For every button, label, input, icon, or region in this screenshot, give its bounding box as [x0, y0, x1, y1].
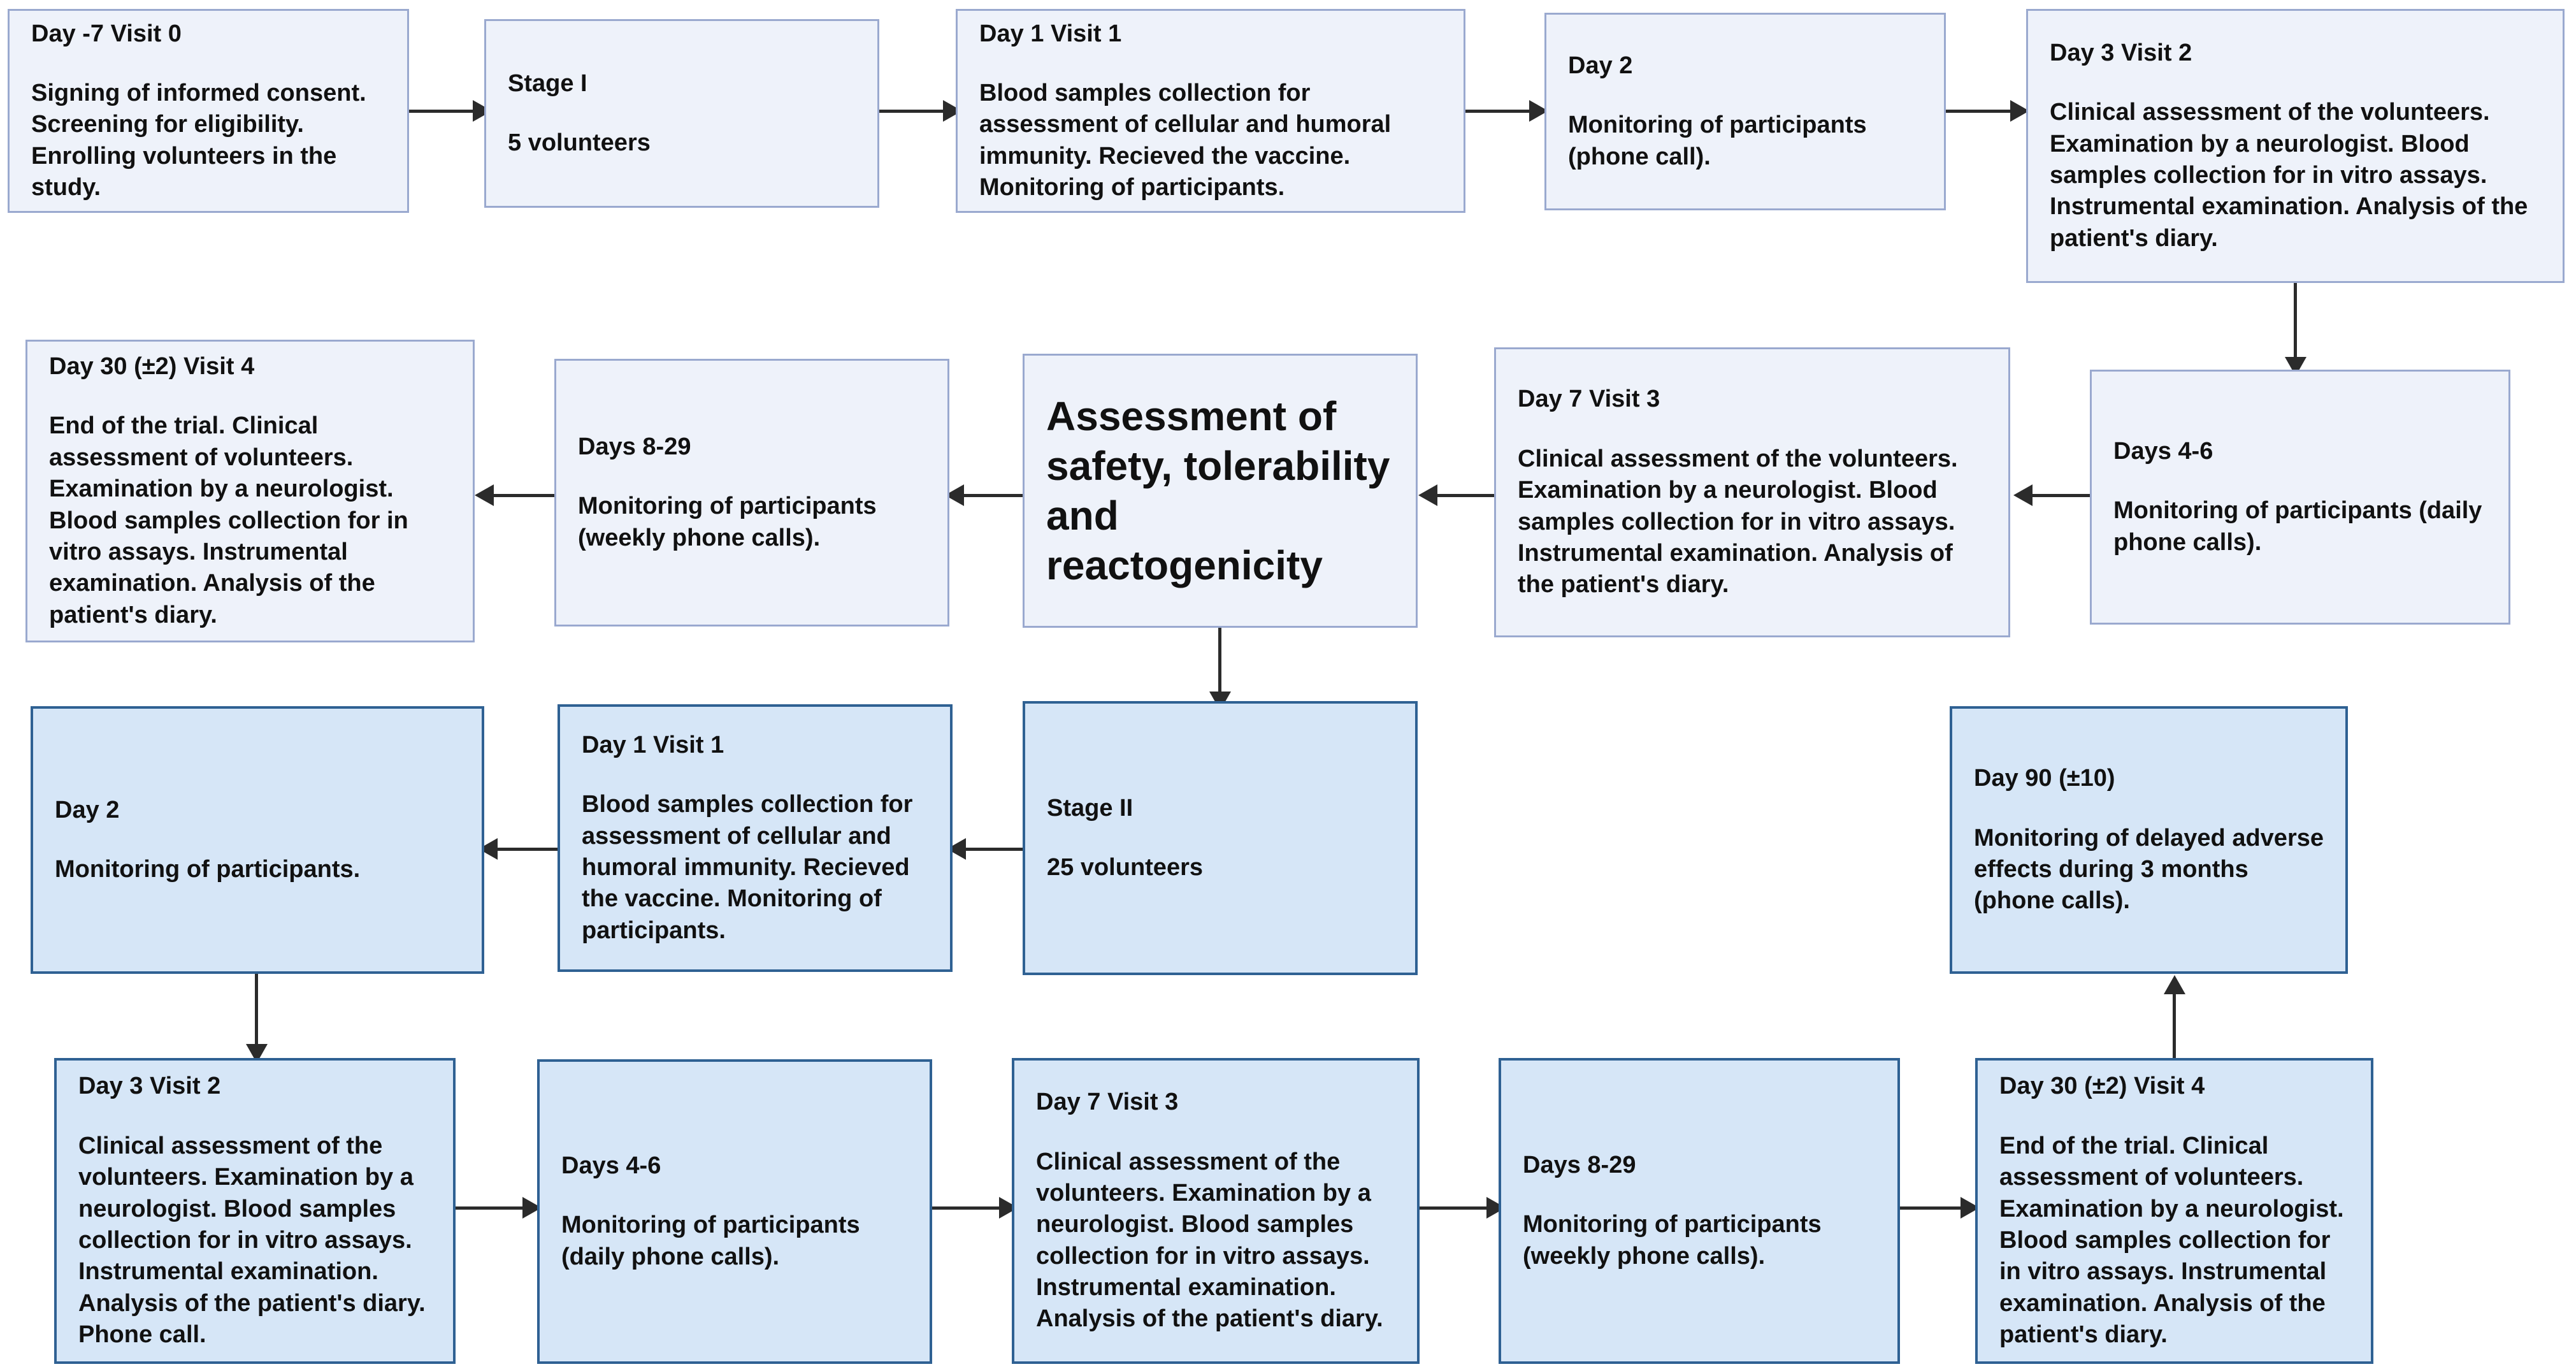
- node-stage2-visit1[interactable]: Day 1 Visit 1 Blood samples collection f…: [558, 704, 953, 972]
- node-title: Day 3 Visit 2: [2050, 39, 2192, 66]
- node-title: Days 4-6: [2113, 437, 2213, 465]
- node-stage2-day2[interactable]: Day 2 Monitoring of participants.: [31, 706, 484, 974]
- connector-days829-to-visit4: [481, 494, 554, 497]
- connector-days46-to-visit3: [2020, 494, 2090, 497]
- node-body: Clinical assessment of the volunteers. E…: [78, 1132, 426, 1349]
- node-central-assessment[interactable]: Assessment of safety, tolerability and r…: [1023, 354, 1418, 628]
- node-body: 5 volunteers: [508, 129, 651, 156]
- node-body: Clinical assessment of the volunteers. E…: [1518, 445, 1958, 598]
- node-body: Clinical assessment of the volunteers. E…: [1036, 1148, 1383, 1333]
- node-stage1-days46[interactable]: Days 4-6 Monitoring of participants (dai…: [2090, 370, 2510, 625]
- node-title: Day 7 Visit 3: [1036, 1089, 1179, 1116]
- connector-visit3-to-central: [1424, 494, 1494, 497]
- connector-stage2-to-visit1: [953, 848, 1023, 851]
- connector-visit2-to-days46: [2294, 283, 2297, 366]
- node-title: Day 30 (±2) Visit 4: [49, 352, 255, 380]
- node-stage1-visit3[interactable]: Day 7 Visit 3 Clinical assessment of the…: [1494, 347, 2010, 637]
- node-body: Monitoring of delayed adverse effects du…: [1974, 824, 2324, 915]
- node-stage1-visit1[interactable]: Day 1 Visit 1 Blood samples collection f…: [956, 9, 1465, 213]
- node-body: Blood samples collection for assessment …: [979, 79, 1392, 201]
- connector-stage1-to-visit1: [879, 110, 949, 113]
- arrowhead-left-icon: [1418, 484, 1437, 506]
- arrowhead-left-icon: [2013, 484, 2033, 506]
- node-body: Monitoring of participants (phone call).: [1568, 112, 1867, 170]
- node-body: Blood samples collection for assessment …: [582, 791, 913, 944]
- connector-visit3-to-days829-stage2: [1420, 1206, 1499, 1210]
- node-stage2-day90[interactable]: Day 90 (±10) Monitoring of delayed adver…: [1950, 706, 2348, 974]
- node-body: Assessment of safety, tolerability and r…: [1046, 393, 1390, 589]
- node-stage1-day2[interactable]: Day 2 Monitoring of participants (phone …: [1544, 13, 1946, 210]
- node-body: End of the trial. Clinical assessment of…: [49, 412, 408, 628]
- node-stage1-label[interactable]: Stage I 5 volunteers: [484, 19, 879, 208]
- node-body: Monitoring of participants (weekly phone…: [578, 493, 877, 551]
- node-title: Day 2: [55, 796, 120, 823]
- connector-central-to-days829: [951, 494, 1023, 497]
- node-title: Day -7 Visit 0: [31, 20, 182, 47]
- node-title: Day 3 Visit 2: [78, 1073, 221, 1100]
- connector-central-to-stage2: [1218, 628, 1221, 701]
- node-stage1-visit2[interactable]: Day 3 Visit 2 Clinical assessment of the…: [2026, 9, 2565, 283]
- node-title: Day 1 Visit 1: [979, 20, 1122, 47]
- connector-visit2-to-days46-stage2: [456, 1206, 535, 1210]
- node-title: Stage I: [508, 69, 587, 97]
- connector-days46-to-visit3-stage2: [932, 1206, 1012, 1210]
- arrowhead-up-icon: [2164, 975, 2185, 994]
- connector-day2-to-visit2: [1946, 110, 2022, 113]
- node-stage2-label[interactable]: Stage II 25 volunteers: [1023, 701, 1418, 975]
- node-title: Day 90 (±10): [1974, 765, 2115, 792]
- node-body: 25 volunteers: [1047, 854, 1203, 881]
- node-title: Day 2: [1568, 52, 1633, 79]
- node-body: End of the trial. Clinical assessment of…: [1999, 1132, 2344, 1349]
- node-stage2-visit2[interactable]: Day 3 Visit 2 Clinical assessment of the…: [54, 1058, 456, 1364]
- connector-visit1-to-day2-stage2: [484, 848, 558, 851]
- node-title: Days 4-6: [561, 1152, 661, 1179]
- node-stage1-visit0[interactable]: Day -7 Visit 0 Signing of informed conse…: [8, 9, 409, 213]
- node-stage2-visit4[interactable]: Day 30 (±2) Visit 4 End of the trial. Cl…: [1975, 1058, 2373, 1364]
- node-title: Day 30 (±2) Visit 4: [1999, 1073, 2205, 1100]
- node-body: Monitoring of participants (weekly phone…: [1523, 1211, 1822, 1270]
- node-stage2-days829[interactable]: Days 8-29 Monitoring of participants (we…: [1499, 1058, 1900, 1364]
- node-stage1-days829[interactable]: Days 8-29 Monitoring of participants (we…: [554, 359, 949, 627]
- connector-visit4-to-day90: [2173, 994, 2176, 1058]
- connector-visit1-to-day2: [1465, 110, 1536, 113]
- node-stage2-visit3[interactable]: Day 7 Visit 3 Clinical assessment of the…: [1012, 1058, 1420, 1364]
- node-title: Days 8-29: [1523, 1151, 1636, 1178]
- node-title: Day 7 Visit 3: [1518, 386, 1660, 413]
- connector-day2-to-visit2-stage2: [255, 974, 258, 1054]
- node-title: Day 1 Visit 1: [582, 731, 724, 758]
- node-title: Days 8-29: [578, 433, 691, 460]
- connector-visit0-to-stage1: [409, 110, 479, 113]
- arrowhead-left-icon: [475, 484, 494, 506]
- node-body: Clinical assessment of the volunteers. E…: [2050, 99, 2528, 252]
- node-body: Monitoring of participants (daily phone …: [2113, 497, 2482, 556]
- node-body: Monitoring of participants.: [55, 856, 361, 883]
- node-body: Signing of informed consent. Screening f…: [31, 79, 366, 201]
- node-body: Monitoring of participants (daily phone …: [561, 1212, 860, 1270]
- node-stage2-days46[interactable]: Days 4-6 Monitoring of participants (dai…: [537, 1059, 932, 1364]
- connector-days829-to-visit4-stage2: [1900, 1206, 1973, 1210]
- node-title: Stage II: [1047, 794, 1133, 822]
- node-stage1-visit4[interactable]: Day 30 (±2) Visit 4 End of the trial. Cl…: [25, 340, 475, 642]
